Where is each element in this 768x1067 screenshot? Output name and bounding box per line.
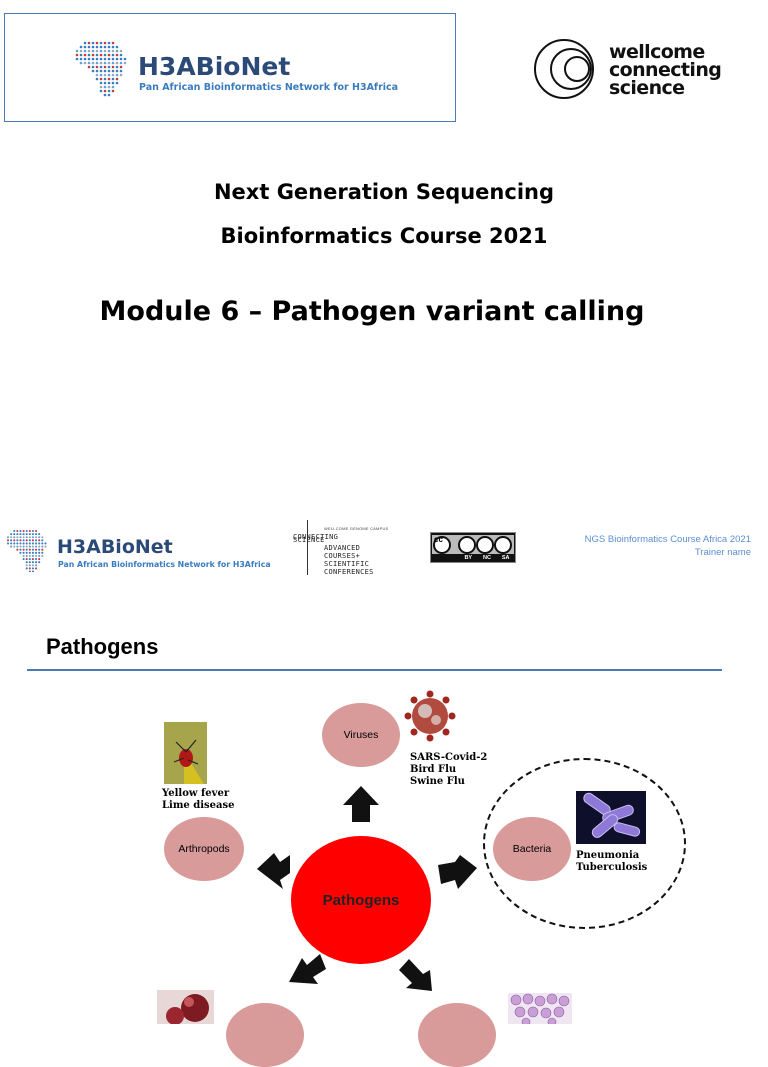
h3abionet-title: H3ABioNet [138,52,291,81]
blood-cells-icon [166,994,209,1025]
h3abionet-subtitle: Pan African Bioinformatics Network for H… [139,82,399,93]
bacteria-example: Pneumonia [576,850,640,861]
campus-line: CONNECTING [293,533,339,541]
campus-lines-block: ADVANCED COURSES+ SCIENTIFIC CONFERENCES [324,544,374,576]
module-title: Module 6 – Pathogen variant calling [99,296,645,327]
campus-line: SCIENTIFIC [324,560,370,568]
bacteria-example: Tuberculosis [576,862,648,873]
footer-h3abionet-title: H3ABioNet [57,536,173,558]
campus-line: COURSES+ [324,552,361,560]
smear-cells-icon [510,993,570,1027]
cc-label: SA [501,555,510,561]
campus-line: SCIENCE [293,536,325,544]
viruses-node: Viruses [322,703,400,767]
wellcome-connecting-science-wordmark: wellcome connecting science [609,41,722,99]
bacteria-examples: Pneumonia Tuberculosis [576,850,647,874]
africa-map-icon [75,41,127,97]
course-title-line2: Bioinformatics Course 2021 [220,224,548,248]
footer-course-name: NGS Bioinformatics Course Africa 2021 [584,534,751,545]
arthropod-example: Lime disease [162,800,235,811]
footer-right-text: NGS Bioinformatics Course Africa 2021 Tr… [585,533,751,559]
creative-commons-badge: cc BY NC SA [430,532,516,563]
virus-example: Swine Flu [410,776,465,787]
cc-icons [432,535,514,554]
footer-h3abionet-subtitle: Pan African Bioinformatics Network for H… [58,560,271,569]
bacteria-dashed-outline [483,758,686,929]
cc-label: BY [464,555,473,561]
heading-rule [27,669,722,671]
slide2-heading: Pathogens [46,634,159,659]
connecting-science-line: CONNECTING [293,533,338,541]
arrow-downright-icon [399,959,432,991]
center-label: Pathogens [322,891,400,909]
wellcome-logo-icon [534,39,594,99]
diagram-arrows [257,786,477,991]
cc-labels: BY NC SA [459,555,515,561]
cc-icon: cc [434,535,443,544]
pathogens-center-node: Pathogens [291,836,431,964]
virus-example: Bird Flu [410,764,457,775]
virus-examples: SARS-Covid-2 Bird Flu Swine Flu [410,752,487,788]
arthropod-example: Yellow fever [162,788,230,799]
coronavirus-image-icon [404,690,456,742]
arrow-right-icon [438,855,477,889]
campus-line: ADVANCED [324,544,361,552]
footer-divider [307,520,308,575]
tick-image-icon [164,722,207,784]
arthropods-node: Arthropods [164,817,244,881]
tick-icon [164,722,207,784]
viruses-label: Viruses [343,729,379,741]
arthropods-label: Arthropods [178,843,230,855]
bacteria-image-icon [576,791,646,844]
bacteria-cluster-icon [583,792,641,838]
parasite-smear-image-icon [508,993,572,1027]
arrow-downleft-icon [289,954,326,984]
footer-trainer-name: Trainer name [694,547,751,558]
campus-line: CONFERENCES [324,568,374,576]
wordmark-line: connecting [609,59,722,81]
cc-label: NC [483,555,491,561]
blood-cells-image-icon [157,990,214,1025]
bacteria-node: Bacteria [493,817,571,881]
course-title-line1: Next Generation Sequencing [213,180,554,204]
bacteria-label: Bacteria [512,843,552,855]
arrow-up-icon [343,786,379,822]
africa-map-small-icon [6,529,47,572]
virus-example: SARS-Covid-2 [410,752,488,763]
arrow-left-icon [257,853,290,889]
campus-small-text: WELLCOME GENOME CAMPUS [324,526,389,531]
connecting-science-overlap: SCIENCE [293,536,325,544]
wordmark-line: science [609,77,685,99]
wordmark-line: wellcome [609,41,705,63]
h3abionet-logo-frame [4,13,456,122]
arthropod-examples: Yellow fever Lime disease [162,788,235,812]
